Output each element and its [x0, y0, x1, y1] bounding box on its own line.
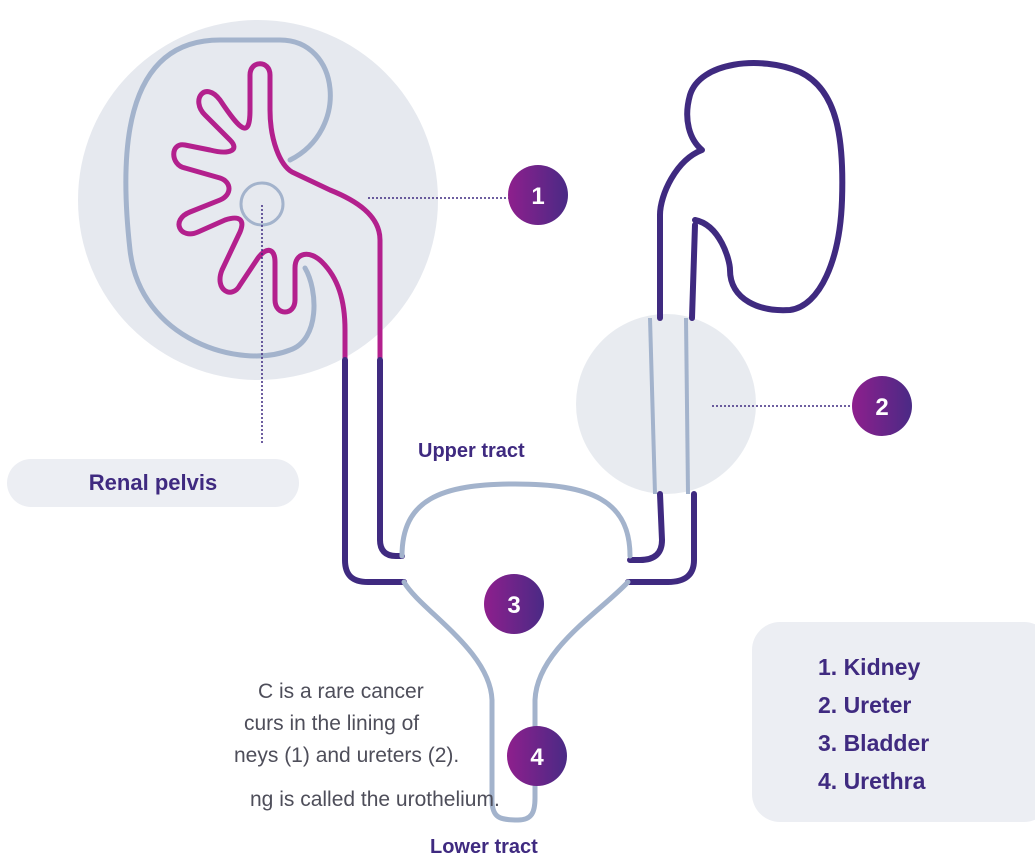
- badge-2: 2: [852, 376, 912, 436]
- description-line-1: C is a rare cancer: [258, 676, 424, 708]
- legend-item-urethra: 4. Urethra: [818, 766, 929, 804]
- badge-3: 3: [484, 574, 544, 634]
- badge-4-number: 4: [530, 744, 544, 771]
- lower-tract-label: Lower tract: [430, 836, 538, 859]
- badge-1-number: 1: [531, 183, 544, 210]
- legend-item-bladder: 3. Bladder: [818, 728, 929, 766]
- right-ureter-lower: [628, 494, 694, 582]
- left-ureter: [345, 360, 404, 582]
- legend-item-ureter: 2. Ureter: [818, 690, 929, 728]
- badge-2-number: 2: [875, 394, 888, 421]
- kidney-magnify-circle: [78, 20, 438, 380]
- description-line-4: ng is called the urothelium.: [250, 784, 500, 816]
- bladder-top-arc: [402, 484, 630, 556]
- renal-pelvis-text: Renal pelvis: [89, 470, 217, 496]
- legend-item-kidney: 1. Kidney: [818, 652, 929, 690]
- description-line-3: neys (1) and ureters (2).: [234, 740, 459, 772]
- ureter-magnify-circle: [576, 314, 756, 494]
- badge-1: 1: [508, 165, 568, 225]
- legend-box: 1. Kidney 2. Ureter 3. Bladder 4. Urethr…: [752, 622, 1035, 822]
- right-kidney-outline: [660, 63, 842, 310]
- right-ureter-magnified-inner: [686, 318, 688, 494]
- left-ureter-inner: [380, 360, 402, 556]
- badge-4: 4: [507, 726, 567, 786]
- renal-pelvis-label: Renal pelvis: [7, 459, 299, 507]
- description-line-2: curs in the lining of: [244, 708, 419, 740]
- right-ureter-inner: [692, 225, 695, 318]
- badge-3-number: 3: [507, 592, 520, 619]
- legend-list: 1. Kidney 2. Ureter 3. Bladder 4. Urethr…: [818, 652, 929, 804]
- upper-tract-label: Upper tract: [418, 440, 525, 463]
